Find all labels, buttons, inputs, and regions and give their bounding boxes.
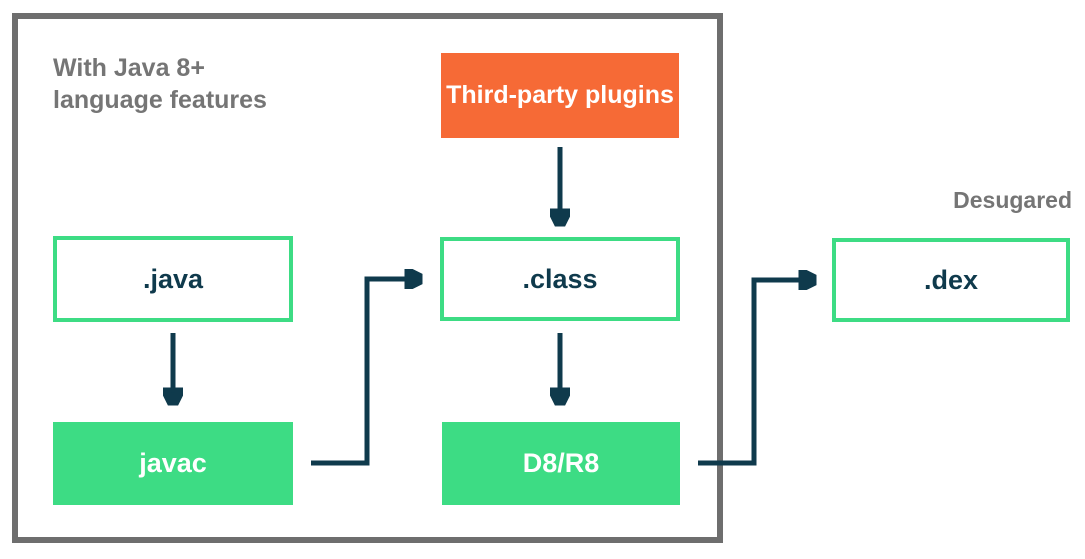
java8-features-label: With Java 8+ language features [53, 52, 267, 116]
java8-features-label-line2: language features [53, 86, 267, 114]
node-javac-label: javac [139, 448, 207, 478]
node-java-file-label: .java [142, 263, 204, 294]
node-dex-file: .dex [832, 238, 1070, 322]
node-class-file: .class [440, 237, 680, 321]
desugared-label: Desugared [953, 187, 1072, 213]
java8-features-label-line1: With Java 8+ [53, 54, 205, 82]
node-third-party-plugins-label: Third-party plugins [446, 81, 674, 109]
node-javac: javac [53, 422, 293, 505]
node-third-party-plugins: Third-party plugins [441, 53, 679, 138]
node-d8r8-label: D8/R8 [522, 448, 600, 478]
node-d8r8: D8/R8 [442, 422, 680, 505]
node-dex-file-label: .dex [923, 264, 979, 295]
node-class-file-label: .class [522, 263, 598, 294]
node-java-file: .java [53, 236, 293, 322]
